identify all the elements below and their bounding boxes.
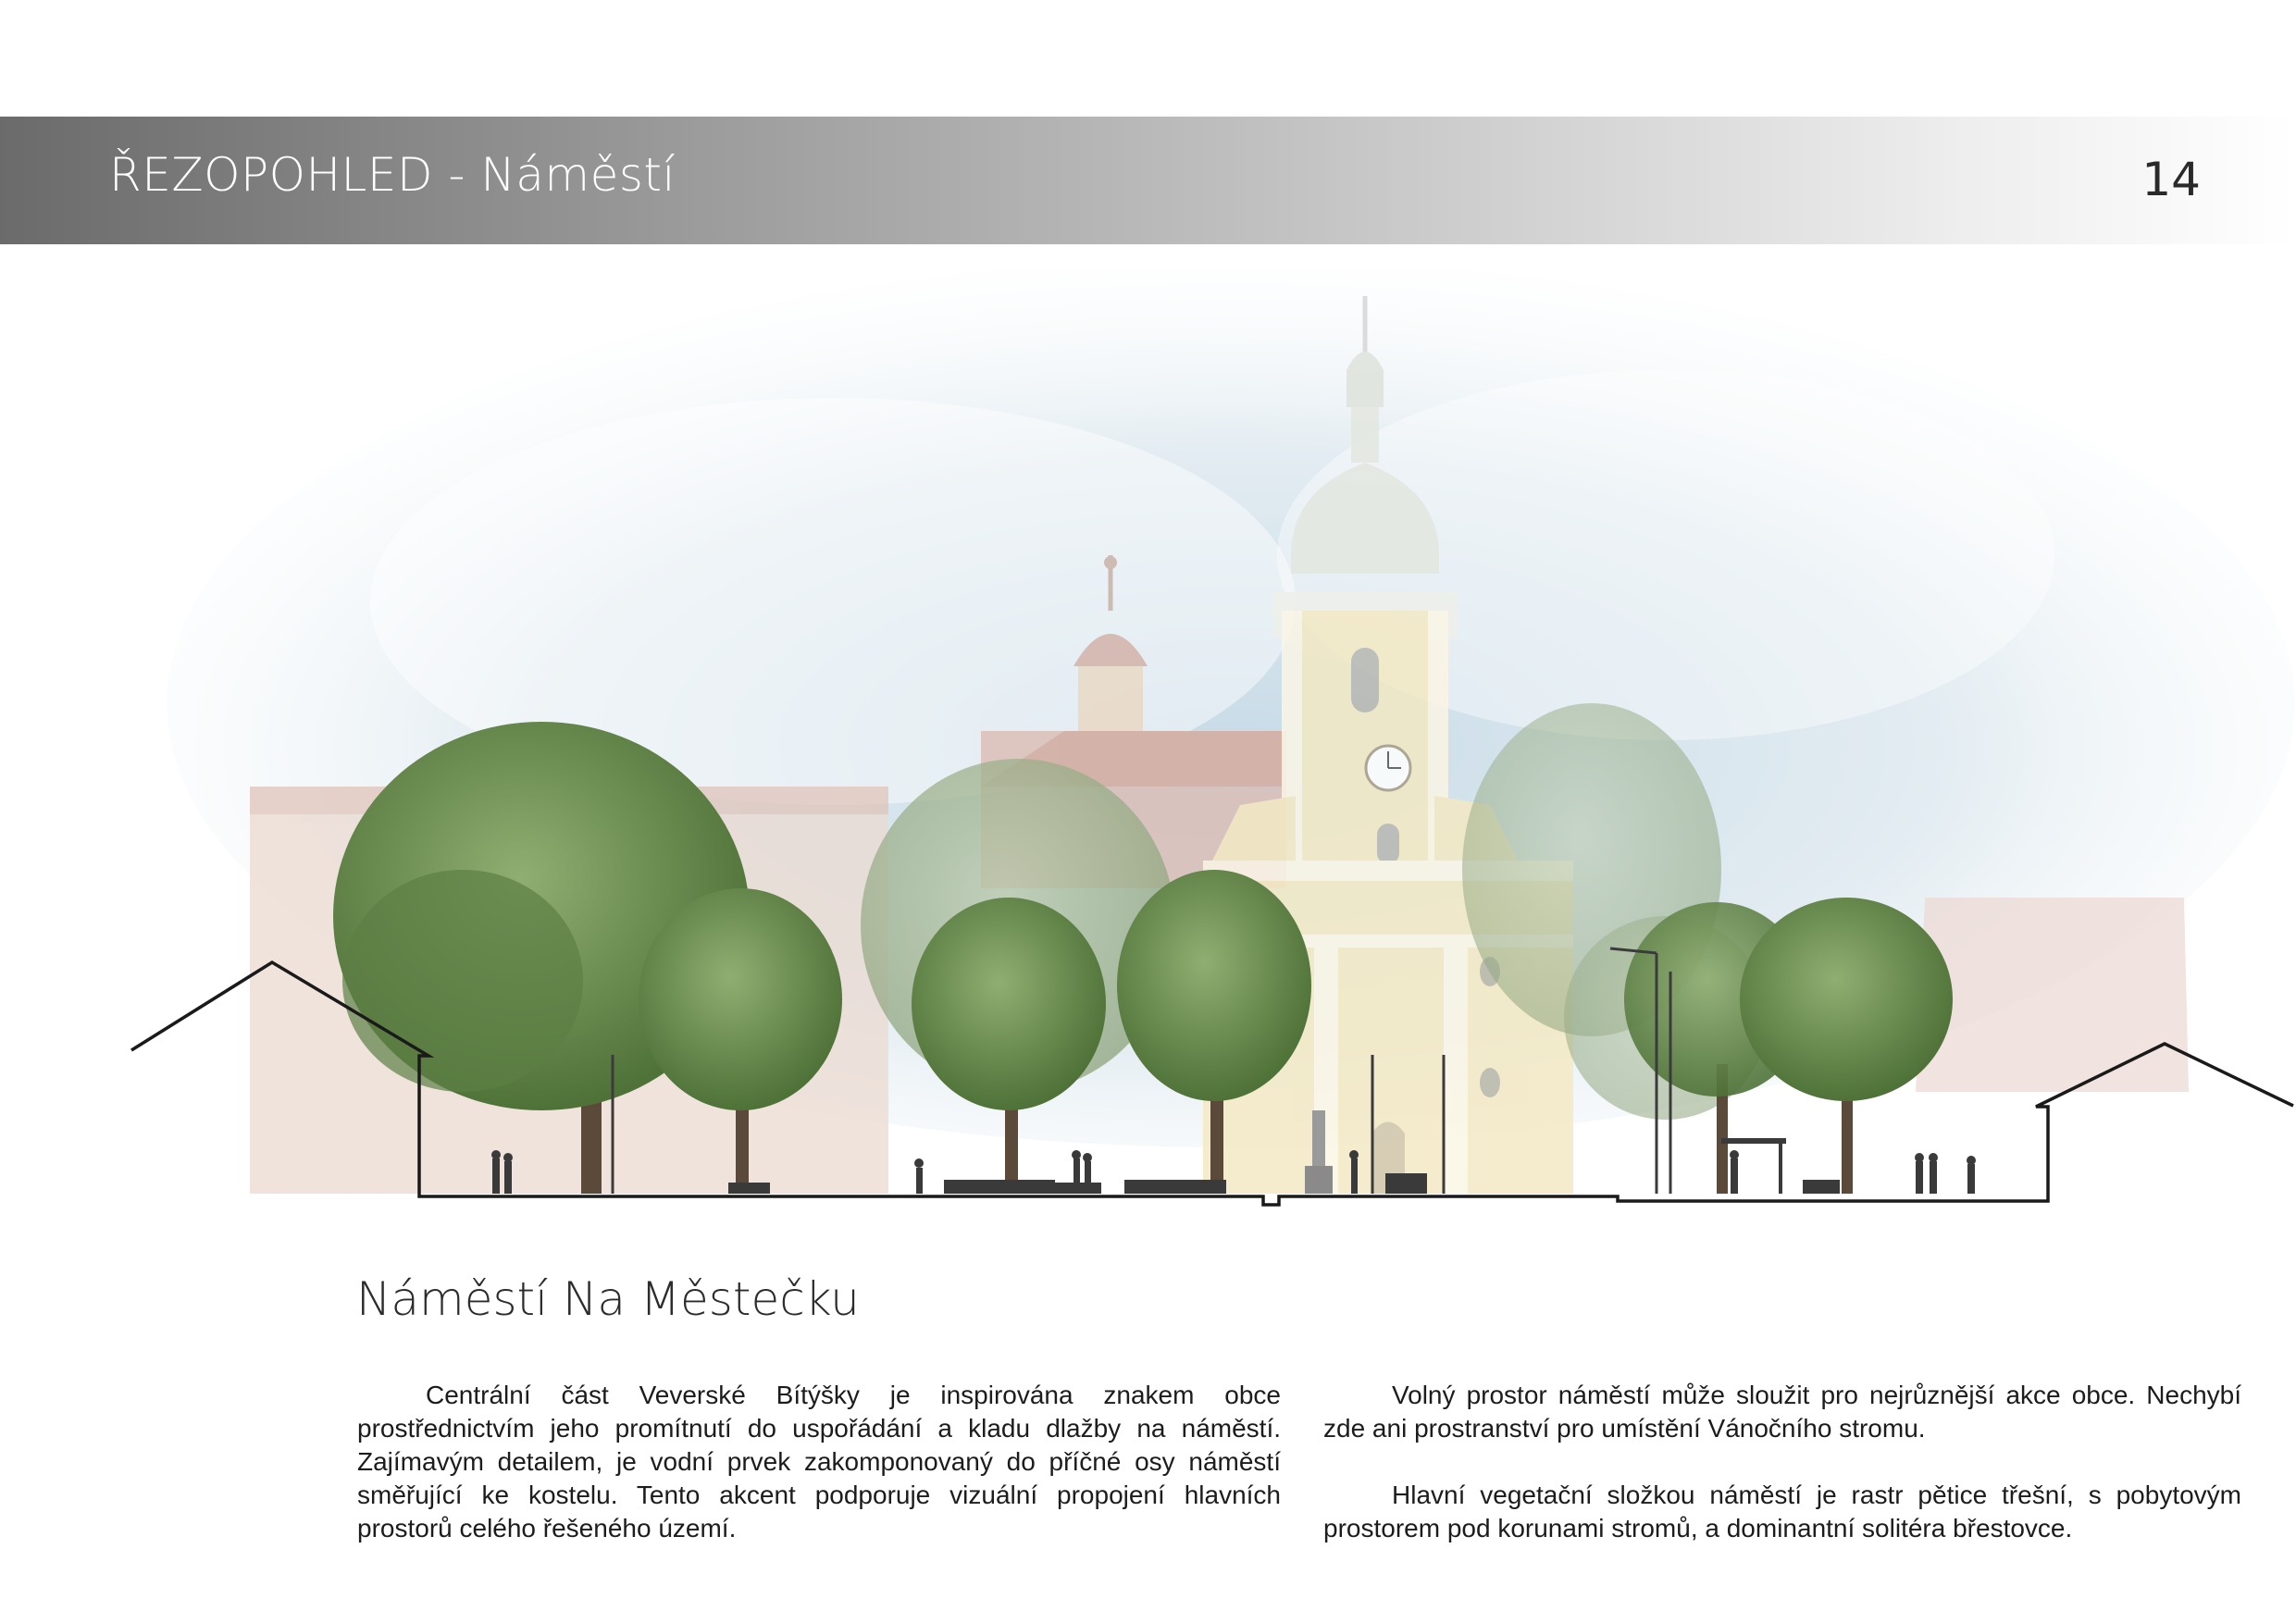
section-heading: Náměstí Na Městečku [356,1272,860,1326]
description-paragraph: Centrální část Veverské Bítýšky je inspi… [357,1381,1281,1542]
section-outline [130,960,2294,1207]
description-paragraph: Volný prostor náměstí může sloužit pro n… [1323,1381,2241,1443]
description-right-column: Volný prostor náměstí může sloužit pro n… [1323,1379,2241,1545]
foreground-trees [333,722,1953,1194]
page-title: ŘEZOPOHLED - Náměstí [109,148,676,202]
section-view-illustration [130,268,2295,1207]
description-paragraph: Hlavní vegetační složkou náměstí je rast… [1323,1481,2241,1542]
street-lamps [611,947,1672,1194]
description-left-column: Centrální část Veverské Bítýšky je inspi… [357,1379,1281,1545]
people-and-furniture [491,1110,1976,1194]
header-band [0,117,2296,244]
page-number: 14 [2141,153,2201,206]
